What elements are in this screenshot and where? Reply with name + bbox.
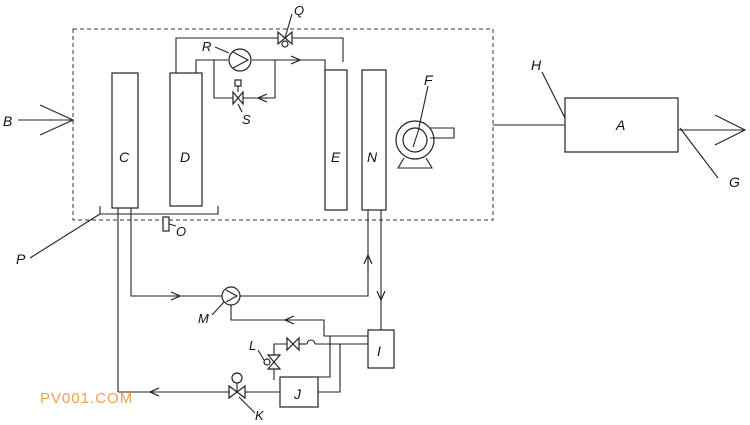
label-r: R: [202, 39, 211, 54]
label-c: C: [119, 149, 130, 165]
column-n: [361, 69, 387, 211]
label-b: B: [3, 113, 12, 129]
column-c: [111, 72, 139, 209]
label-d: D: [180, 149, 190, 165]
label-n: N: [367, 149, 378, 165]
drain-tray: [99, 206, 219, 215]
label-q: Q: [294, 3, 304, 18]
label-o: O: [176, 224, 186, 239]
label-g: G: [729, 174, 740, 190]
inlet-b: [18, 104, 75, 136]
check-valve: [286, 336, 300, 352]
label-p: P: [16, 251, 26, 267]
pump-r: [214, 46, 252, 72]
label-k: K: [255, 408, 265, 423]
outlet-g: [678, 114, 747, 146]
unit-i: [367, 329, 395, 369]
label-m: M: [198, 311, 209, 326]
pump-m: [211, 286, 241, 316]
unit-a: [564, 97, 679, 153]
valve-k: [228, 372, 256, 414]
label-e: E: [331, 149, 341, 165]
label-a: A: [615, 117, 625, 133]
label-h: H: [531, 57, 542, 73]
label-s: S: [242, 112, 251, 127]
valve-s: [232, 79, 244, 113]
column-d: [169, 72, 203, 207]
label-j: J: [293, 386, 302, 402]
valve-o: [162, 216, 177, 232]
valve-l: [257, 349, 282, 370]
watermark: PV001.COM: [40, 390, 133, 407]
valve-q: [277, 13, 293, 48]
column-e: [324, 69, 348, 211]
label-l: L: [249, 338, 256, 353]
system-boundary: [72, 28, 494, 221]
label-i: I: [377, 343, 381, 359]
fan-f: [395, 85, 455, 169]
label-f: F: [424, 72, 434, 88]
